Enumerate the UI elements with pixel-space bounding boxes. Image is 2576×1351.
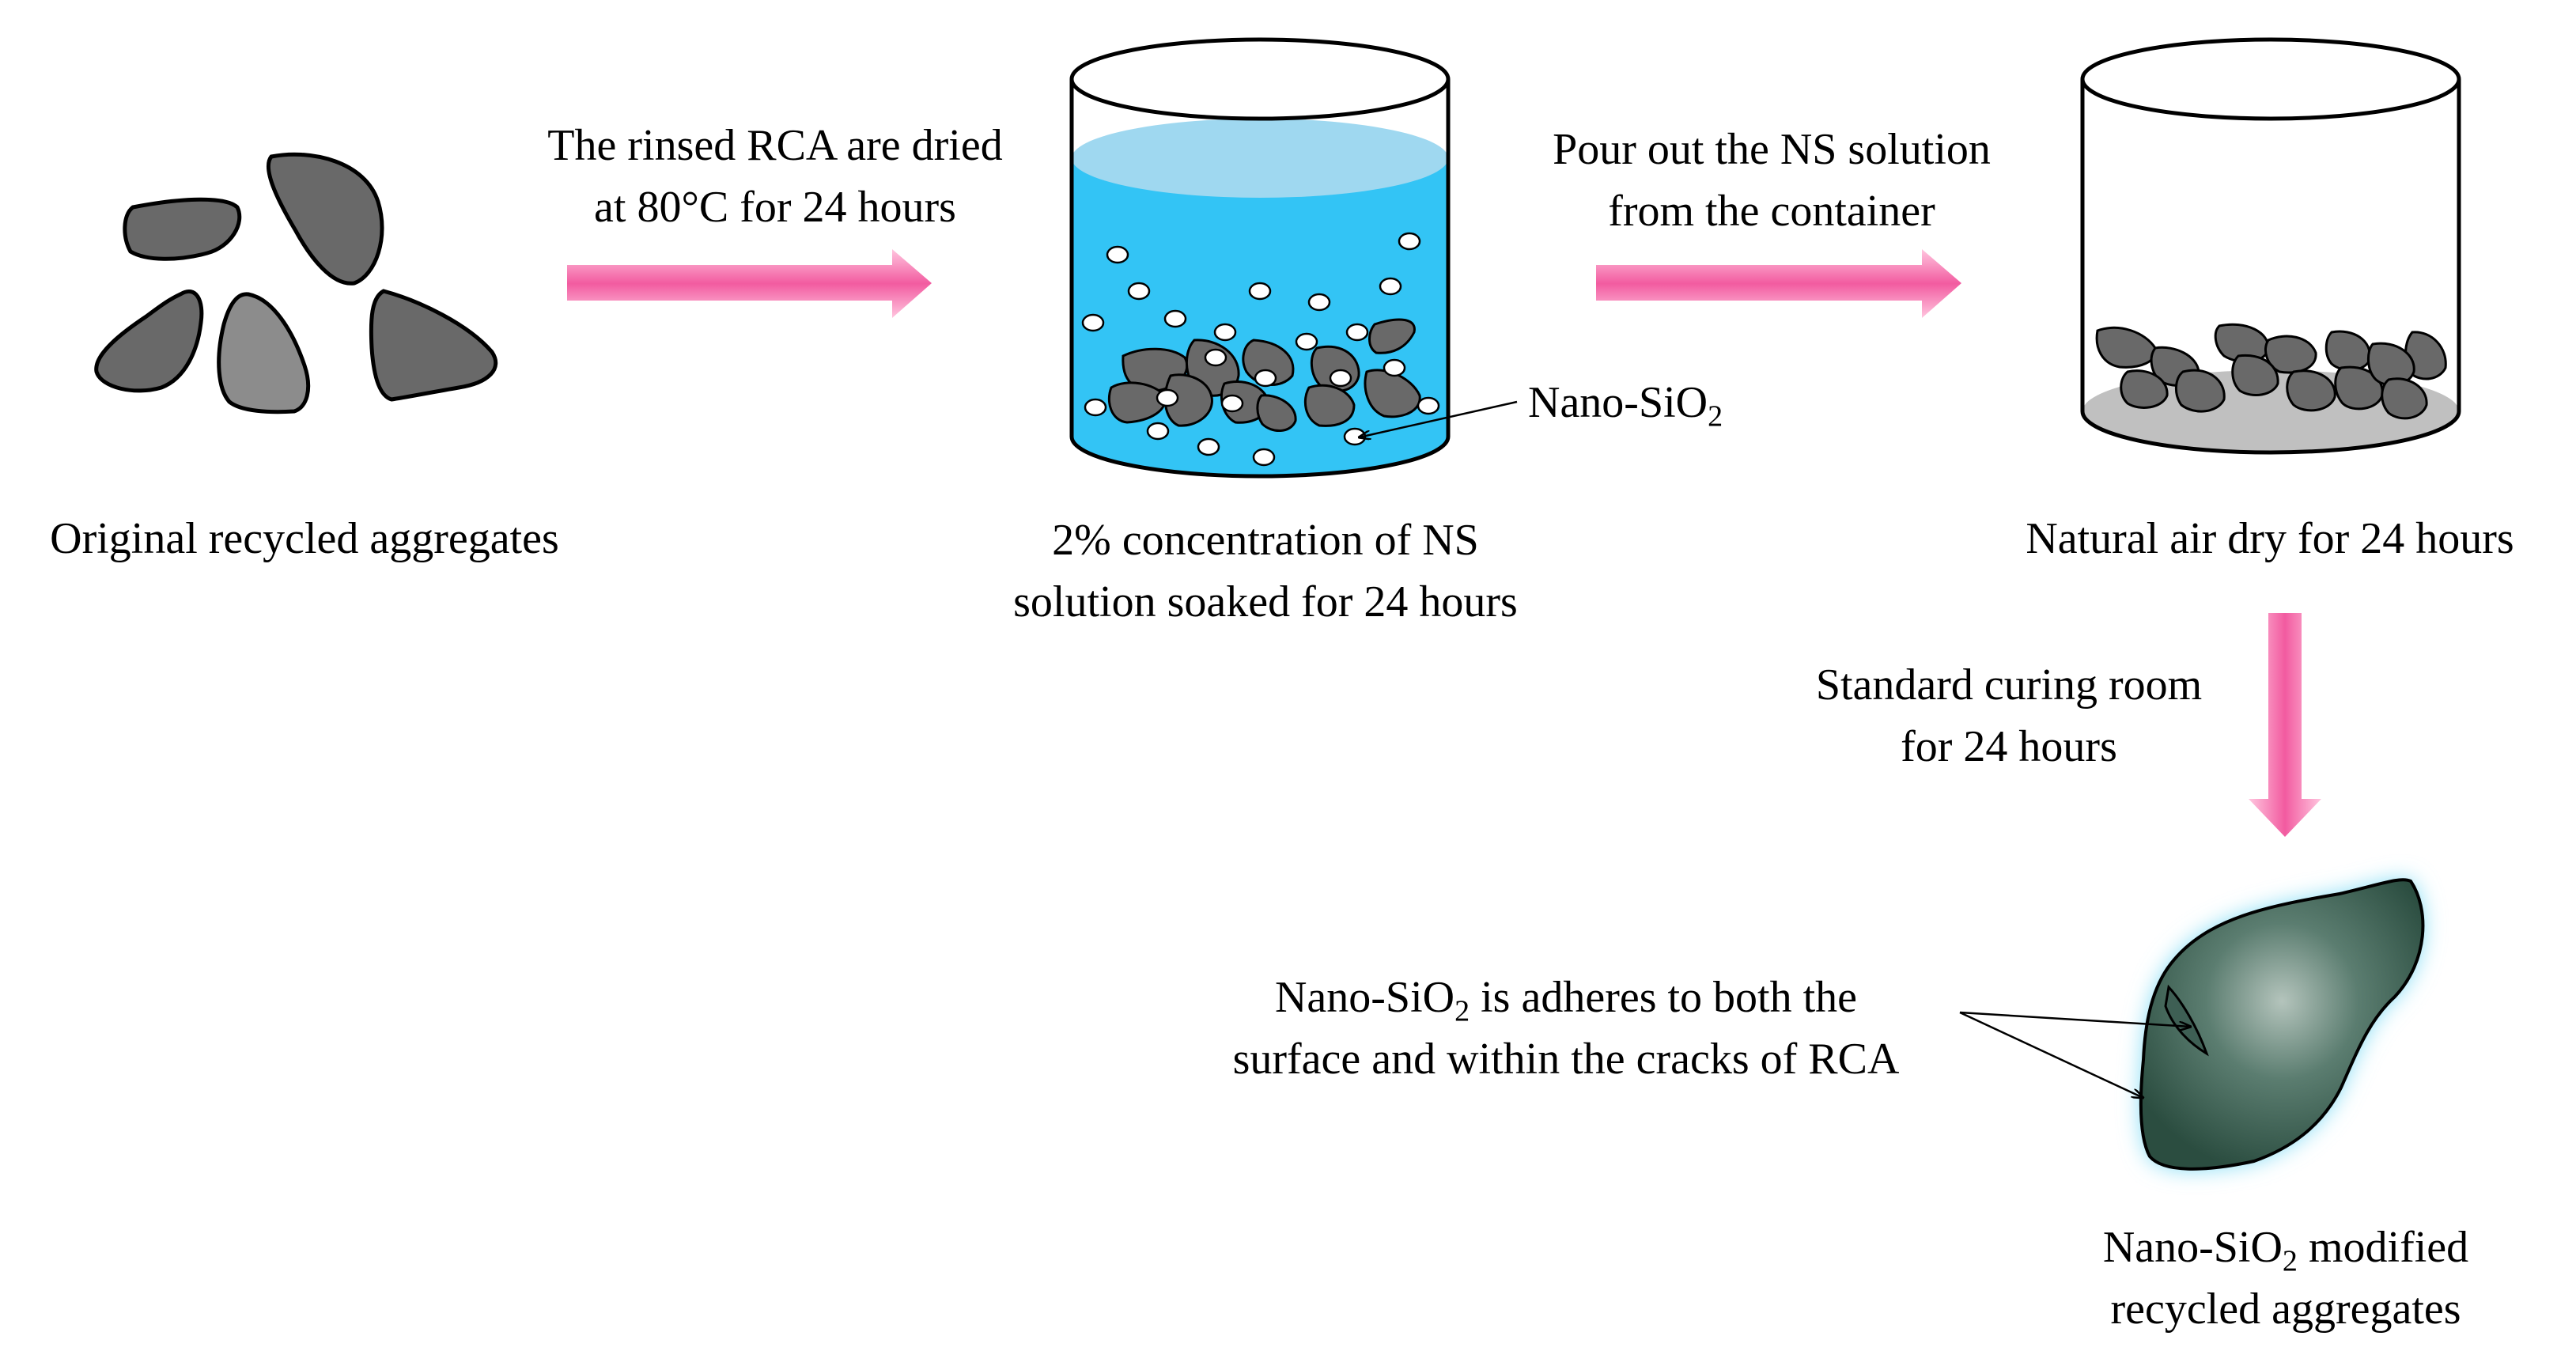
aggregate-5 — [369, 289, 498, 402]
arrow-curing — [2249, 613, 2321, 837]
label-curing-step: Standard curing room for 24 hours — [1815, 660, 2203, 771]
container-rim — [1069, 37, 1451, 121]
label-adhere-note: Nano-SiO2 is adheres to both the surface… — [1232, 973, 1900, 1084]
arrow-pour — [1596, 249, 1961, 318]
aggregate-3 — [94, 289, 204, 393]
label-original-aggregates: Original recycled aggregates — [50, 514, 559, 563]
arrow-drying — [567, 249, 932, 318]
container-outline — [1069, 79, 1451, 479]
aggregate-1 — [123, 197, 242, 261]
label-soak-step: 2% concentration of NS solution soaked f… — [1013, 516, 1518, 626]
label-drying-step: The rinsed RCA are dried at 80°C for 24 … — [547, 121, 1003, 232]
dried-aggregates — [2095, 323, 2447, 420]
modified-aggregate — [1959, 878, 2425, 1171]
rock — [2139, 878, 2425, 1171]
surface-pointer — [1959, 1011, 2143, 1098]
solution-surface — [1072, 119, 1448, 198]
label-air-dry: Natural air dry for 24 hours — [2026, 514, 2514, 563]
original-aggregates — [94, 152, 498, 414]
container-outline — [2080, 79, 2461, 455]
crack — [2164, 984, 2209, 1057]
aggregate-2 — [266, 152, 384, 286]
label-modified-aggregates: Nano-SiO2 modified recycled aggregates — [2102, 1223, 2469, 1334]
aggregate-4 — [217, 292, 311, 414]
crack-pointer — [1959, 1011, 2191, 1027]
soaking-container — [1069, 37, 1518, 479]
label-nano-sio2: Nano-SiO2 — [1528, 378, 1723, 433]
solution — [1072, 158, 1448, 476]
nano-label-pointer — [1359, 400, 1518, 437]
container-rim — [2080, 37, 2461, 121]
label-pour-step: Pour out the NS solution from the contai… — [1553, 125, 1991, 236]
drying-container — [2080, 37, 2461, 455]
